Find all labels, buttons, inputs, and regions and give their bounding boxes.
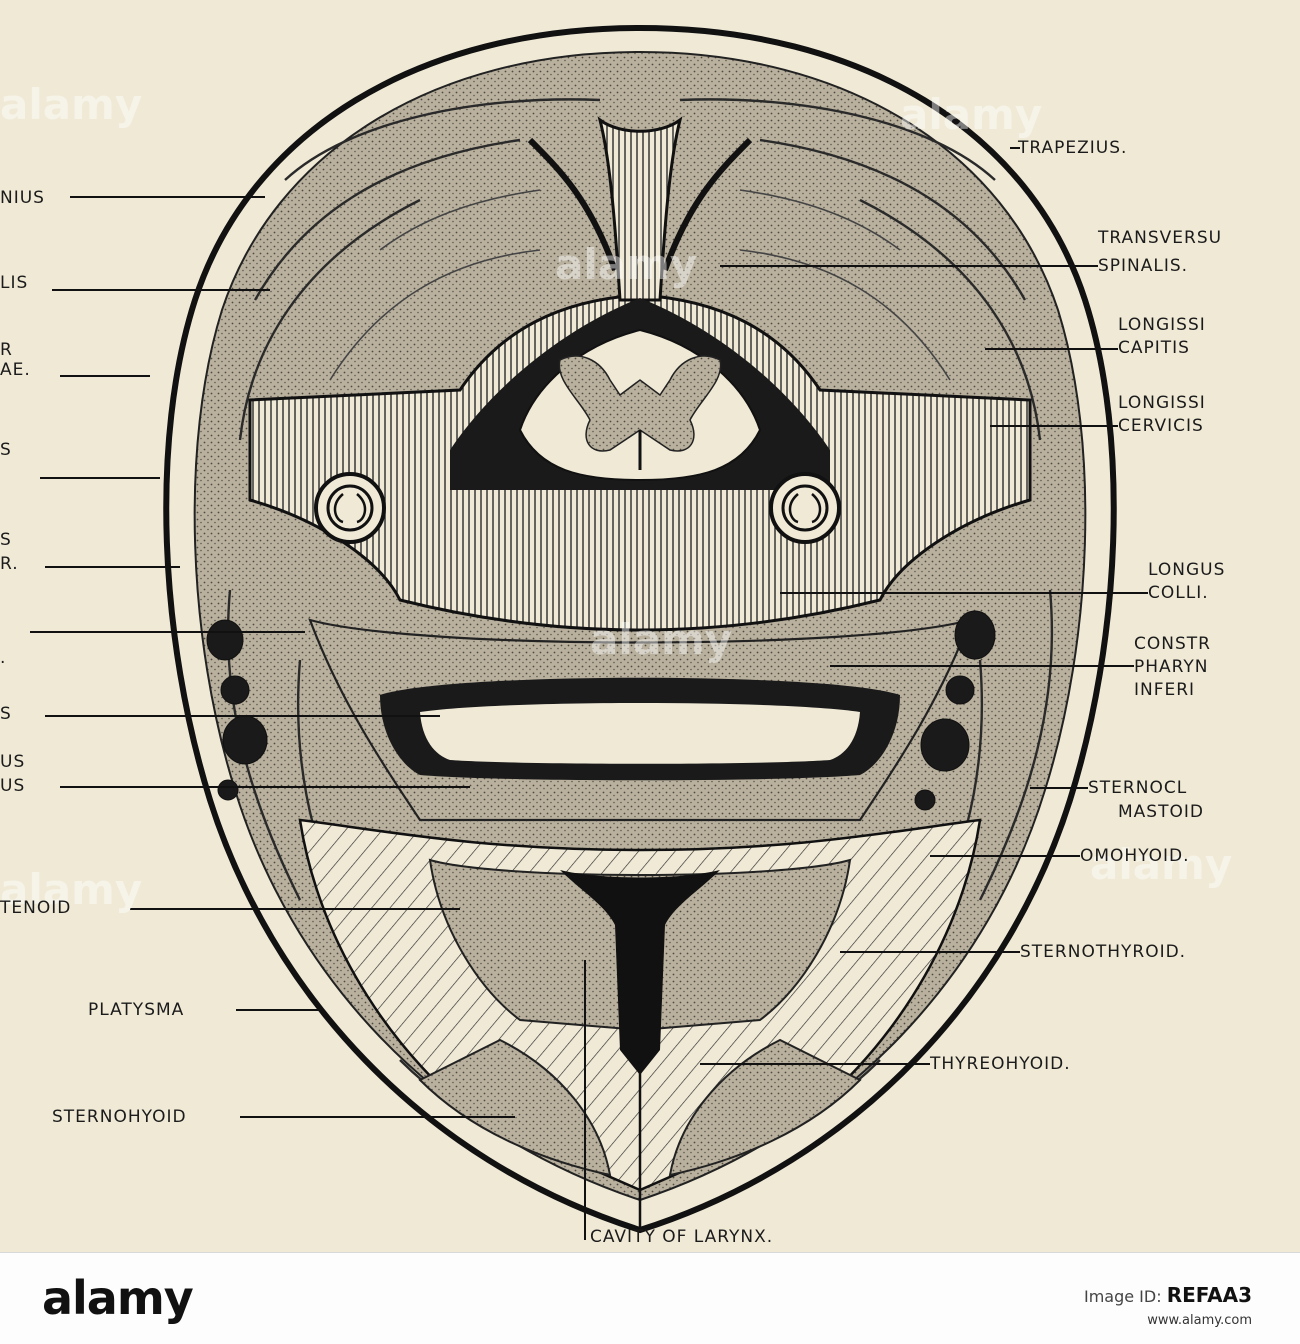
label-levator-2: AE. bbox=[0, 360, 31, 380]
label-splenius: NIUS bbox=[0, 188, 45, 208]
label-longissimus-cervicis-2: CERVICIS bbox=[1118, 416, 1204, 436]
label-sternocleido-1: STERNOCL bbox=[1088, 778, 1188, 798]
image-id-prefix: Image ID: bbox=[1083, 1287, 1162, 1306]
label-transversus-1: TRANSVERSU bbox=[1098, 228, 1223, 248]
label-constrictor-2: PHARYN bbox=[1134, 657, 1209, 677]
watermark-text: alamy bbox=[0, 80, 143, 129]
label-cavity-of-larynx: CAVITY OF LARYNX. bbox=[590, 1227, 774, 1247]
label-longissimus-cervicis-1: LONGISSI bbox=[1118, 393, 1206, 413]
vertebral-artery-right bbox=[769, 472, 841, 544]
label-cricoarytenoid: TENOID bbox=[0, 898, 72, 918]
label-longus-colli-1: LONGUS bbox=[1148, 560, 1226, 580]
label-spinalis: LIS bbox=[0, 273, 29, 293]
vertebral-artery-left bbox=[314, 472, 386, 544]
image-id: Image ID: REFAA3 bbox=[1084, 1283, 1252, 1307]
carotid-vessels-right bbox=[914, 610, 996, 811]
label-thyreohyoid: THYREOHYOID. bbox=[930, 1054, 1071, 1074]
label-arytenoideus-1: US bbox=[0, 752, 26, 772]
image-id-code: REFAA3 bbox=[1166, 1283, 1252, 1307]
larynx-cavity bbox=[560, 870, 720, 1075]
label-scalenus: S bbox=[0, 440, 12, 460]
spinous-process bbox=[597, 116, 683, 302]
brand-logo[interactable]: alamy bbox=[42, 1271, 194, 1325]
label-scalene-post-1: S bbox=[0, 530, 12, 550]
label-sternocleido-2: MASTOID bbox=[1118, 802, 1204, 822]
label-constrictor-1: CONSTR bbox=[1134, 634, 1211, 654]
label-arytenoideus-2: US bbox=[0, 776, 26, 796]
label-sternohyoid: STERNOHYOID bbox=[52, 1107, 187, 1127]
strap-muscle-right bbox=[668, 1038, 862, 1177]
carotid-vessels-left bbox=[206, 619, 268, 801]
label-platysma: PLATYSMA bbox=[88, 1000, 185, 1020]
anatomy-figure: alamy alamy alamy alamy alamy alamy NIUS… bbox=[0, 24, 1233, 1247]
stock-footer: alamy Image ID: REFAA3 www.alamy.com bbox=[0, 1252, 1300, 1344]
label-longus-colli-2: COLLI. bbox=[1148, 583, 1209, 603]
label-trapezius: TRAPEZIUS. bbox=[1018, 138, 1128, 158]
neck-cross-section bbox=[30, 24, 1148, 1240]
watermark-text: alamy bbox=[900, 90, 1043, 139]
strap-muscle-left bbox=[418, 1038, 612, 1177]
label-constrictor-3: INFERI bbox=[1134, 680, 1196, 700]
label-artery: . bbox=[0, 648, 7, 668]
watermark-text: alamy bbox=[555, 240, 698, 289]
watermark-text: alamy bbox=[590, 615, 733, 664]
label-mucosa: S bbox=[0, 704, 12, 724]
watermark-text: alamy bbox=[0, 865, 143, 914]
label-longissimus-capitis-1: LONGISSI bbox=[1118, 315, 1206, 335]
label-scalene-post-2: R. bbox=[0, 554, 19, 574]
label-levator-1: R bbox=[0, 340, 13, 360]
label-longissimus-capitis-2: CAPITIS bbox=[1118, 338, 1190, 358]
label-sternothyroid: STERNOTHYROID. bbox=[1020, 942, 1187, 962]
watermark-text: alamy bbox=[1090, 840, 1233, 889]
grey-matter bbox=[558, 355, 722, 452]
label-omohyoid: OMOHYOID. bbox=[1080, 846, 1190, 866]
label-transversus-2: SPINALIS. bbox=[1098, 256, 1189, 276]
site-url[interactable]: www.alamy.com bbox=[1147, 1313, 1252, 1328]
